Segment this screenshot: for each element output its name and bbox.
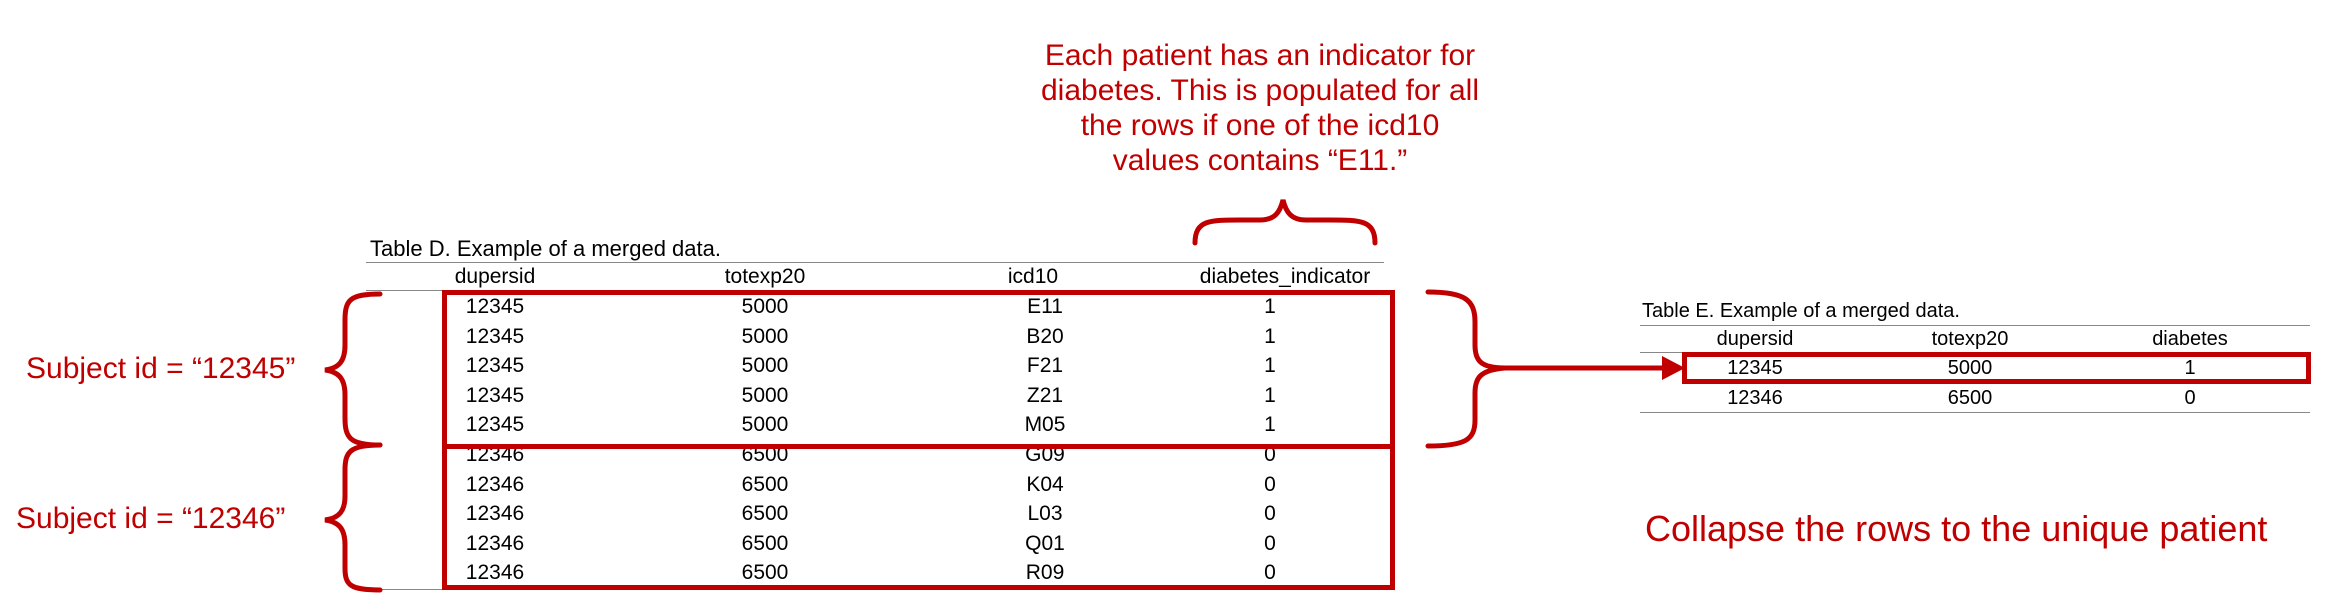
table-row: 12345 5000 B20 1 (430, 322, 1370, 352)
table-d-top-rule (366, 262, 1384, 263)
arrow-head-icon (1662, 356, 1685, 380)
table-e-header-diabetes: diabetes (2152, 328, 2228, 350)
table-row: 12346 6500 Q01 0 (430, 529, 1370, 559)
cell-icd10: B20 (1026, 324, 1064, 348)
cell-diabetes-indicator: 0 (1264, 502, 1276, 526)
table-d-header-totexp20: totexp20 (724, 265, 806, 288)
cell-dupersid: 12345 (465, 383, 525, 407)
cell-totexp20: 6500 (741, 531, 789, 555)
cell-totexp20: 5000 (1947, 357, 1993, 379)
collapse-caption: Collapse the rows to the unique patient (1645, 508, 2268, 549)
table-d-header-diabetes-indicator: diabetes_indicator (1199, 265, 1371, 288)
table-row: 12346 6500 0 (1680, 384, 2280, 414)
table-e-bottom-rule (1640, 412, 2310, 413)
cell-dupersid: 12345 (465, 295, 525, 318)
table-row: 12346 6500 L03 0 (430, 499, 1370, 529)
cell-totexp20: 5000 (741, 383, 789, 407)
callout-line: diabetes. This is populated for all (1040, 74, 1480, 107)
table-e-body: 12345 5000 1 12346 6500 0 (1680, 354, 2280, 413)
cell-icd10: F21 (1026, 354, 1064, 378)
cell-totexp20: 6500 (741, 561, 789, 585)
table-row: 12346 6500 R09 0 (430, 558, 1370, 588)
callout-line: values contains “E11.” (1112, 144, 1408, 177)
cell-diabetes-indicator: 0 (1264, 531, 1276, 555)
cell-totexp20: 5000 (741, 295, 789, 318)
cell-icd10: K04 (1026, 472, 1064, 496)
cell-dupersid: 12345 (465, 413, 525, 437)
table-row: 12345 5000 E11 1 (430, 292, 1370, 322)
cell-diabetes-indicator: 1 (1264, 354, 1276, 378)
left-brace-12345-icon (324, 291, 383, 448)
cell-totexp20: 5000 (741, 324, 789, 348)
right-brace-icon (1425, 289, 1506, 449)
table-row: 12346 6500 K04 0 (430, 470, 1370, 500)
table-d-caption: Table D. Example of a merged data. (370, 236, 721, 261)
cell-diabetes: 1 (2184, 357, 2196, 379)
callout-line: the rows if one of the icd10 (1080, 109, 1440, 142)
table-d-header-dupersid: dupersid (454, 265, 536, 288)
table-e-header-totexp20: totexp20 (1931, 328, 2009, 350)
table-row: 12345 5000 1 (1680, 354, 2280, 384)
cell-dupersid: 12345 (465, 324, 525, 348)
cell-icd10: Z21 (1026, 383, 1064, 407)
cell-dupersid: 12345 (465, 354, 525, 378)
table-row: 12345 5000 M05 1 (430, 410, 1370, 440)
left-brace-12346-icon (324, 442, 383, 593)
cell-diabetes-indicator: 0 (1264, 561, 1276, 585)
cell-icd10: R09 (1025, 561, 1065, 585)
cell-icd10: E11 (1027, 295, 1063, 318)
subject-label-12346: Subject id = “12346” (16, 502, 286, 535)
cell-totexp20: 5000 (741, 413, 789, 437)
table-e-header-dupersid: dupersid (1716, 328, 1794, 350)
table-e-top-rule (1640, 325, 2310, 326)
cell-dupersid: 12346 (465, 561, 525, 585)
cell-totexp20: 6500 (741, 472, 789, 496)
cell-dupersid: 12345 (1727, 357, 1783, 379)
cell-diabetes-indicator: 0 (1264, 442, 1276, 466)
table-d-body: 12345 5000 E11 1 12345 5000 B20 1 12345 … (430, 292, 1370, 588)
cell-totexp20: 6500 (1947, 386, 1993, 409)
callout-line: Each patient has an indicator for (1044, 39, 1476, 72)
cell-icd10: M05 (1024, 413, 1066, 437)
subject-label-12345: Subject id = “12345” (26, 352, 296, 385)
table-e-caption: Table E. Example of a merged data. (1642, 300, 1960, 322)
table-d-header-icd10: icd10 (1007, 265, 1059, 288)
cell-diabetes-indicator: 0 (1264, 472, 1276, 496)
cell-dupersid: 12346 (465, 502, 525, 526)
top-brace-icon (1192, 199, 1378, 246)
cell-dupersid: 12346 (465, 531, 525, 555)
cell-totexp20: 5000 (741, 354, 789, 378)
cell-totexp20: 6500 (741, 502, 789, 526)
cell-icd10: L03 (1027, 502, 1063, 526)
cell-dupersid: 12346 (1727, 386, 1783, 409)
cell-dupersid: 12346 (465, 472, 525, 496)
table-row: 12345 5000 F21 1 (430, 351, 1370, 381)
cell-diabetes-indicator: 1 (1264, 383, 1276, 407)
cell-diabetes-indicator: 1 (1264, 295, 1276, 318)
cell-diabetes: 0 (2184, 386, 2196, 409)
diabetes-indicator-callout: Each patient has an indicator for diabet… (1020, 38, 1500, 178)
cell-diabetes-indicator: 1 (1264, 413, 1276, 437)
group-box-12346 (442, 444, 1395, 590)
cell-diabetes-indicator: 1 (1264, 324, 1276, 348)
cell-icd10: Q01 (1025, 531, 1065, 555)
table-row: 12345 5000 Z21 1 (430, 381, 1370, 411)
